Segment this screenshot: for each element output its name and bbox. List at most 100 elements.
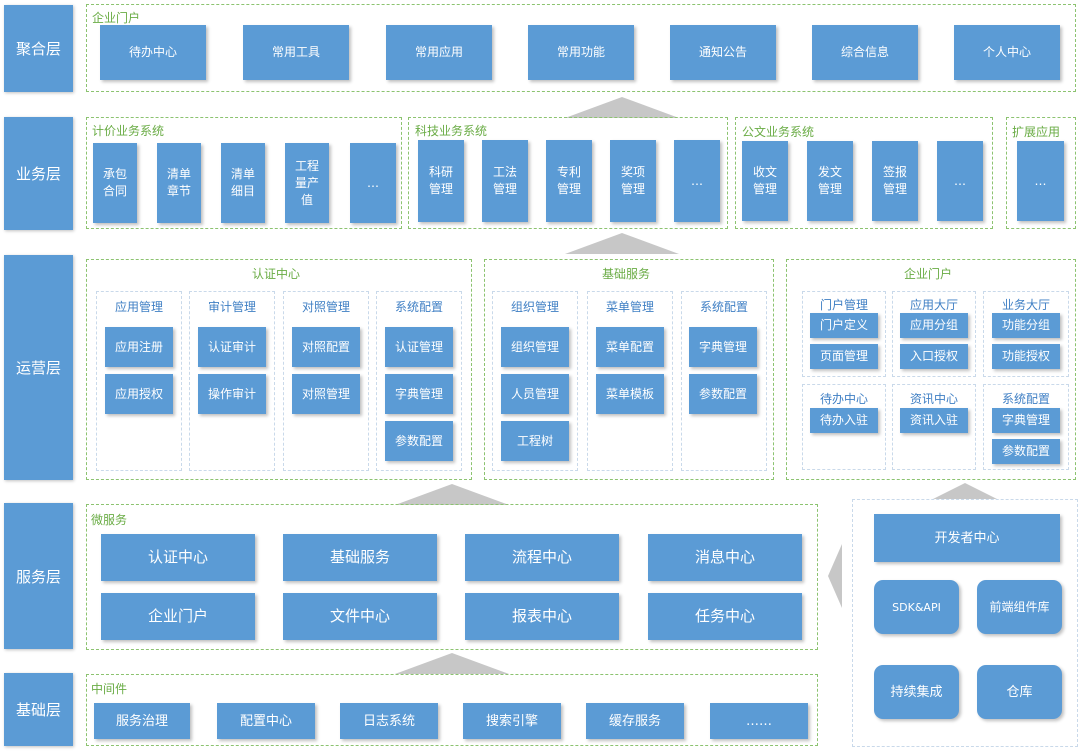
docs-item-receive: 收文 管理 (742, 141, 788, 221)
middleware-item-more: …… (710, 703, 808, 739)
docs-item-report: 签报 管理 (872, 141, 918, 221)
base-group-org-title: 组织管理 (510, 300, 559, 314)
base-item-menu-template: 菜单模板 (596, 374, 664, 414)
portal-item-func-grant: 功能授权 (992, 344, 1060, 369)
micro-item-workflow: 流程中心 (465, 534, 619, 581)
auth-item-mapping-config: 对照配置 (292, 327, 360, 367)
portal-ops-box (786, 259, 1076, 480)
portal-group-app-hall-title: 应用大厅 (909, 298, 958, 312)
arrow-up-icon (395, 653, 509, 674)
auth-group-sysconfig (376, 291, 462, 471)
arrow-left-icon (828, 544, 842, 608)
portal-group-biz-hall (983, 291, 1069, 377)
developer-box (852, 499, 1078, 747)
middleware-box (86, 674, 818, 746)
portal-item-personal: 个人中心 (954, 25, 1060, 80)
portal-group-app-hall (892, 291, 976, 377)
portal-group-todo-title: 待办中心 (819, 392, 868, 406)
tech-system-title: 科技业务系统 (415, 124, 488, 138)
portal-group-portal-manage-title: 门户管理 (819, 298, 868, 312)
layer-label-aggregation: 聚合层 (4, 5, 73, 92)
base-service-title: 基础服务 (602, 267, 651, 281)
pricing-item-more: … (350, 143, 396, 223)
middleware-title: 中间件 (91, 682, 128, 696)
micro-item-portal: 企业门户 (101, 593, 255, 640)
portal-item-param-config: 参数配置 (992, 439, 1060, 464)
portal-item-news-join: 资讯入驻 (900, 408, 968, 433)
micro-service-box (86, 504, 818, 650)
developer-sdk-api: SDK&API (874, 580, 959, 634)
base-group-org (492, 291, 578, 471)
tech-item-more: … (674, 140, 720, 222)
docs-system-box (735, 117, 993, 229)
portal-item-portal-define: 门户定义 (810, 313, 878, 338)
base-item-param-config: 参数配置 (689, 374, 757, 414)
tech-item-patent: 专利 管理 (546, 140, 592, 222)
portal-group-news (892, 384, 976, 470)
docs-item-issue: 发文 管理 (807, 141, 853, 221)
base-service-box (484, 259, 774, 480)
portal-item-dict-manage: 字典管理 (992, 408, 1060, 433)
portal-item-todo-join: 待办入驻 (810, 408, 878, 433)
base-group-sysconfig-title: 系统配置 (699, 300, 748, 314)
auth-center-title: 认证中心 (252, 267, 301, 281)
middleware-item-config: 配置中心 (217, 703, 315, 739)
docs-item-more: … (937, 141, 983, 221)
docs-system-title: 公文业务系统 (742, 125, 815, 139)
tech-item-award: 奖项 管理 (610, 140, 656, 222)
layer-label-service: 服务层 (4, 503, 73, 649)
auth-item-dict-manage: 字典管理 (385, 374, 453, 414)
portal-title: 企业门户 (92, 11, 141, 25)
micro-item-base: 基础服务 (283, 534, 437, 581)
developer-repo: 仓库 (977, 665, 1062, 719)
base-group-sysconfig (681, 291, 767, 471)
auth-item-op-audit: 操作审计 (198, 374, 266, 414)
tech-item-method: 工法 管理 (482, 140, 528, 222)
auth-item-auth-manage: 认证管理 (385, 327, 453, 367)
portal-group-sysconfig-title: 系统配置 (1001, 392, 1050, 406)
portal-container (86, 4, 1076, 92)
base-item-project-tree: 工程树 (501, 421, 569, 461)
portal-item-func-group: 功能分组 (992, 313, 1060, 338)
layer-label-business: 业务层 (4, 117, 73, 230)
micro-item-report: 报表中心 (465, 593, 619, 640)
base-group-menu-title: 菜单管理 (605, 300, 654, 314)
auth-group-audit (189, 291, 275, 471)
pricing-item-detail: 清单 细目 (221, 143, 265, 223)
micro-item-file: 文件中心 (283, 593, 437, 640)
auth-group-audit-title: 审计管理 (207, 300, 256, 314)
portal-ops-title: 企业门户 (904, 267, 953, 281)
developer-frontend-lib: 前端组件库 (977, 580, 1062, 634)
micro-item-message: 消息中心 (648, 534, 802, 581)
developer-center: 开发者中心 (874, 514, 1060, 562)
ext-item-more: … (1017, 141, 1064, 221)
micro-service-title: 微服务 (91, 513, 128, 527)
portal-item-info: 综合信息 (812, 25, 918, 80)
pricing-item-chapter: 清单 章节 (157, 143, 201, 223)
micro-item-task: 任务中心 (648, 593, 802, 640)
arrow-up-icon (395, 484, 509, 505)
micro-item-auth: 认证中心 (101, 534, 255, 581)
portal-group-biz-hall-title: 业务大厅 (1001, 298, 1050, 312)
auth-group-mapping-title: 对照管理 (301, 300, 350, 314)
base-item-staff-manage: 人员管理 (501, 374, 569, 414)
ext-app-box (1006, 117, 1076, 229)
portal-group-sysconfig (983, 384, 1069, 470)
arrow-up-icon (565, 97, 679, 118)
middleware-item-cache: 缓存服务 (586, 703, 684, 739)
tech-system-box (408, 117, 728, 229)
base-group-menu (587, 291, 673, 471)
arrow-up-icon (933, 483, 997, 499)
portal-item-entry-grant: 入口授权 (900, 344, 968, 369)
pricing-system-title: 计价业务系统 (92, 124, 165, 138)
pricing-system-box (86, 117, 402, 229)
auth-center-box (86, 259, 472, 480)
portal-item-todo: 待办中心 (100, 25, 206, 80)
arrow-up-icon (565, 233, 679, 254)
pricing-item-output: 工程 量产 值 (285, 143, 329, 223)
auth-group-app (96, 291, 182, 471)
layer-label-foundation: 基础层 (4, 673, 73, 746)
ext-app-title: 扩展应用 (1012, 125, 1061, 139)
auth-item-param-config: 参数配置 (385, 421, 453, 461)
portal-item-app-group: 应用分组 (900, 313, 968, 338)
